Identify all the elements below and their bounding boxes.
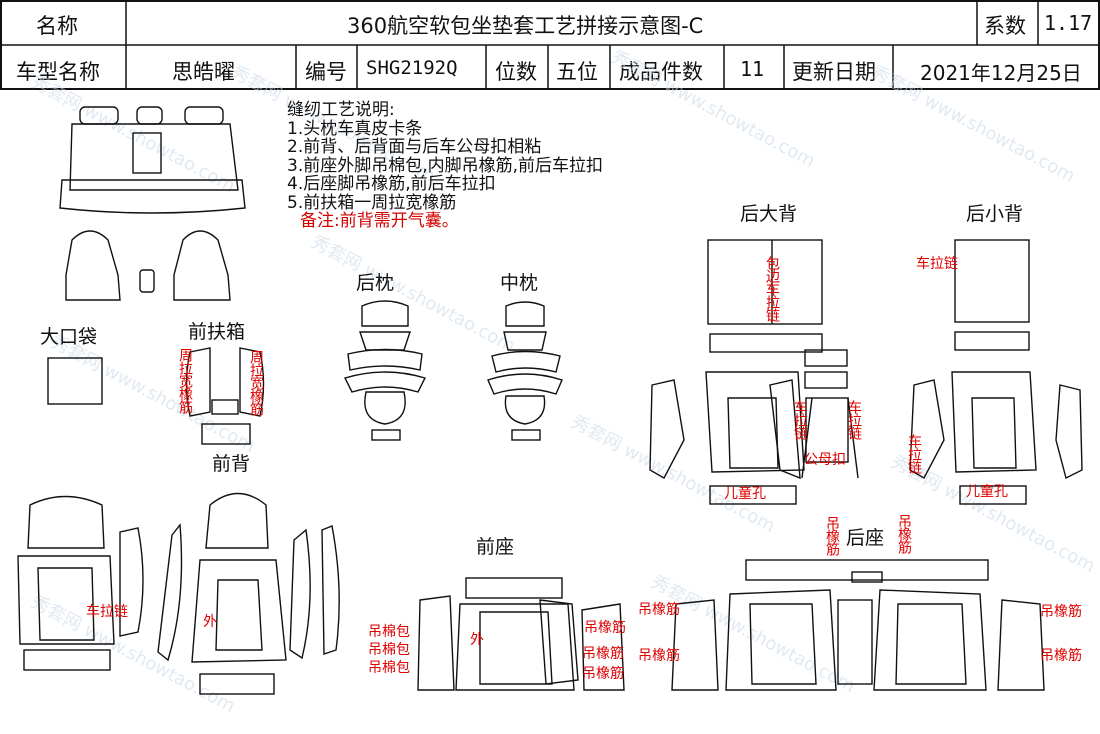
rear-big-back-pieces	[649, 239, 859, 505]
annot-outer-front-seat: 外	[470, 632, 484, 648]
annot-hang-elastic: 吊橡筋	[638, 602, 680, 618]
rear-seat-pieces	[671, 559, 1045, 691]
section-rear-headrest: 后枕	[356, 272, 395, 294]
notes-item: 4.后座脚吊橡筋,前后车拉扣	[287, 174, 496, 194]
annot-hang-elastic: 吊橡筋	[1040, 648, 1082, 664]
section-mid-headrest: 中枕	[500, 272, 539, 294]
sewing-notes: 缝纫工艺说明: 1.头枕车真皮卡条 2.前背、后背面与后车公母扣相粘 3.前座外…	[287, 101, 603, 231]
section-rear-small-back: 后小背	[966, 203, 1024, 225]
seat-label: 位数	[495, 60, 537, 84]
annot-hang-elastic-rear: 吊橡筋	[896, 514, 912, 553]
annot-outer-front-back: 外	[203, 614, 217, 630]
annot-zipper-big-back-left: 车拉链	[792, 400, 808, 439]
code-label: 编号	[305, 60, 347, 84]
front-seats-overview	[65, 230, 231, 301]
annot-hang-elastic: 吊橡筋	[584, 620, 626, 636]
pieces-value: 11	[740, 57, 765, 81]
annot-hang-elastic: 吊橡筋	[582, 666, 624, 682]
notes-item: 3.前座外脚吊棉包,内脚吊橡筋,前后车拉扣	[287, 155, 604, 176]
annot-zipper-front-back: 车拉链	[86, 604, 128, 620]
model-value: 思皓曜	[172, 60, 235, 84]
rear-small-back-pieces	[909, 239, 1083, 505]
annot-child-hole-small: 儿童孔	[966, 484, 1008, 500]
annot-snap: 公母扣	[804, 452, 846, 468]
notes-item: 1.头枕车真皮卡条	[287, 118, 423, 139]
annot-zipper-small-back-side: 车拉链	[906, 434, 922, 473]
big-pocket-piece	[47, 357, 103, 405]
header-grid	[0, 0, 1100, 90]
section-big-pocket: 大口袋	[40, 326, 98, 348]
annot-hang-cotton: 吊棉包	[368, 624, 410, 640]
section-front-armrest: 前扶箱	[188, 321, 246, 343]
front-armrest-pieces	[185, 347, 265, 445]
pieces-label: 成品件数	[619, 60, 703, 84]
notes-item: 5.前扶箱一周拉宽橡筋	[287, 192, 457, 213]
annot-wide-elastic-right: 周拉宽橡筋	[248, 350, 264, 415]
code-value: SHG2192Q	[366, 57, 458, 79]
name-label: 名称	[36, 14, 78, 38]
annot-hang-cotton: 吊棉包	[368, 642, 410, 658]
section-front-back: 前背	[212, 453, 251, 475]
annot-edge-zipper: 包边车拉链	[764, 256, 780, 321]
section-front-seat: 前座	[476, 536, 515, 558]
front-seat-pieces	[417, 577, 625, 691]
header-table: 名称 360航空软包坐垫套工艺拼接示意图-C 系数 1.17 车型名称 思皓曜 …	[0, 0, 1100, 90]
annot-hang-elastic-rear: 吊橡筋	[824, 516, 840, 555]
rear-bench-overview	[59, 106, 246, 214]
annot-hang-cotton: 吊棉包	[368, 660, 410, 676]
section-rear-seat: 后座	[846, 527, 885, 549]
date-value: 2021年12月25日	[920, 61, 1082, 85]
annot-hang-elastic: 吊橡筋	[638, 648, 680, 664]
model-label: 车型名称	[16, 60, 100, 84]
mid-headrest-pieces	[487, 301, 563, 441]
annot-hang-elastic: 吊橡筋	[1040, 604, 1082, 620]
seat-value: 五位	[556, 60, 598, 84]
annot-zipper-small-back: 车拉链	[916, 256, 958, 272]
section-rear-big-back: 后大背	[740, 203, 798, 225]
annot-hang-elastic: 吊橡筋	[582, 646, 624, 662]
notes-heading: 缝纫工艺说明:	[287, 100, 395, 120]
notes-item: 2.前背、后背面与后车公母扣相粘	[287, 137, 542, 157]
annot-wide-elastic-left: 周拉宽橡筋	[177, 348, 193, 413]
annot-zipper-big-back-right: 车拉链	[846, 400, 862, 439]
coef-value: 1.17	[1044, 11, 1093, 35]
notes-remark: 备注:前背需开气囊。	[300, 211, 459, 231]
rear-headrest-pieces	[344, 300, 426, 441]
front-back-pieces	[17, 492, 340, 695]
coef-label: 系数	[984, 14, 1026, 38]
annot-child-hole-big: 儿童孔	[724, 486, 766, 502]
page-title: 360航空软包坐垫套工艺拼接示意图-C	[347, 14, 704, 38]
date-label: 更新日期	[792, 60, 876, 84]
